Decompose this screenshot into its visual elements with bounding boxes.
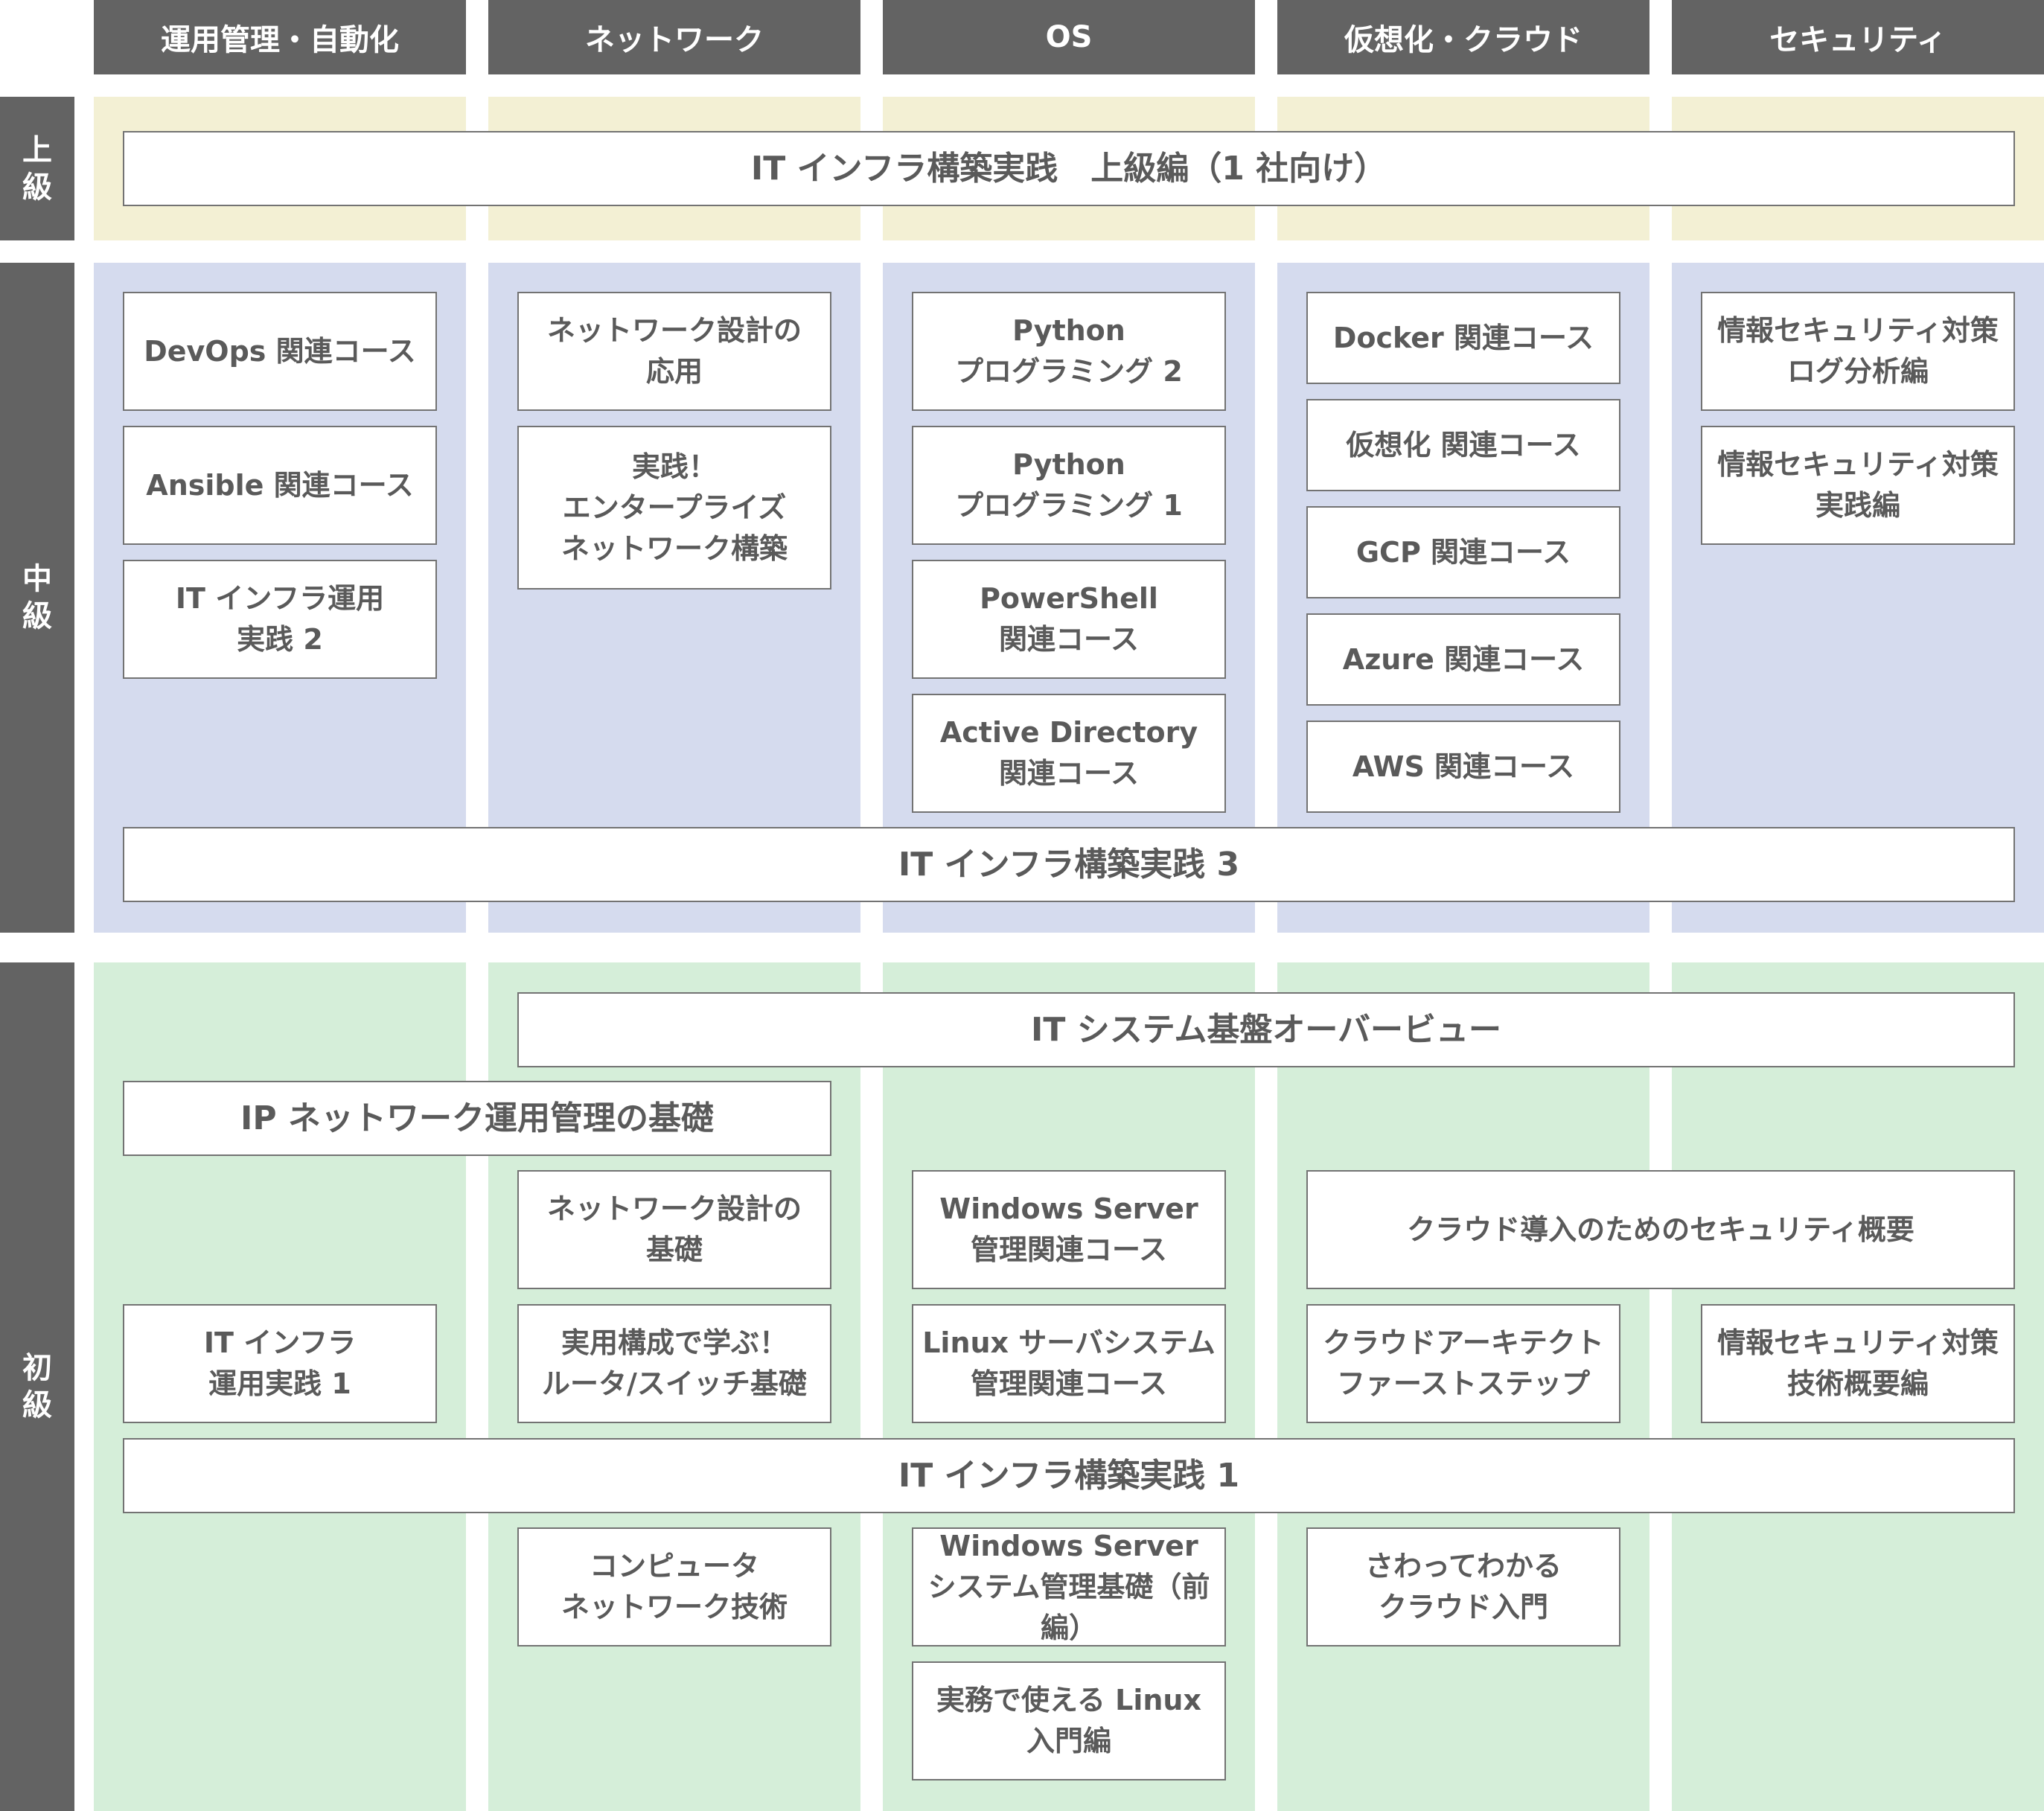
level-advanced: 上級 [0, 97, 74, 240]
level-beginner-label: 初級 [22, 1351, 52, 1422]
level-advanced-label: 上級 [22, 132, 52, 205]
course-docker: Docker 関連コース [1306, 292, 1620, 384]
level-intermediate: 中級 [0, 263, 74, 933]
column-header-network: ネットワーク [488, 0, 860, 74]
course-cloud-intro: さわってわかる クラウド入門 [1306, 1527, 1620, 1646]
course-it-system-overview: IT システム基盤オーバービュー [517, 992, 2015, 1067]
course-security-overview: 情報セキュリティ対策 技術概要編 [1701, 1304, 2015, 1423]
course-ansible: Ansible 関連コース [123, 426, 437, 545]
column-header-cloud: 仮想化・クラウド [1277, 0, 1649, 74]
column-header-ops: 運用管理・自動化 [94, 0, 466, 74]
course-cloud-architect: クラウドアーキテクト ファーストステップ [1306, 1304, 1620, 1423]
course-router-switch: 実用構成で学ぶ！ ルータ/スイッチ基礎 [517, 1304, 831, 1423]
course-it-infra-1: IT インフラ構築実践 1 [123, 1438, 2015, 1513]
course-ip-network-basics: IP ネットワーク運用管理の基礎 [123, 1081, 831, 1156]
column-header-os: OS [883, 0, 1255, 74]
column-header-security: セキュリティ [1672, 0, 2044, 74]
course-gcp: GCP 関連コース [1306, 506, 1620, 598]
course-it-infra-ops-1: IT インフラ 運用実践 1 [123, 1304, 437, 1423]
course-devops: DevOps 関連コース [123, 292, 437, 411]
course-python-2: Python プログラミング 2 [912, 292, 1226, 411]
course-azure: Azure 関連コース [1306, 613, 1620, 706]
course-aws: AWS 関連コース [1306, 721, 1620, 813]
course-enterprise-network: 実践！ エンタープライズ ネットワーク構築 [517, 426, 831, 590]
course-it-infra-3: IT インフラ構築実践 3 [123, 827, 2015, 902]
course-virtualization: 仮想化 関連コース [1306, 399, 1620, 491]
course-network-design-basics: ネットワーク設計の 基礎 [517, 1170, 831, 1289]
course-python-1: Python プログラミング 1 [912, 426, 1226, 545]
course-linux-server: Linux サーバシステム 管理関連コース [912, 1304, 1226, 1423]
level-intermediate-label: 中級 [22, 562, 52, 633]
course-it-infra-advanced: IT インフラ構築実践 上級編（1 社向け） [123, 131, 2015, 206]
course-active-directory: Active Directory 関連コース [912, 694, 1226, 813]
course-cloud-security: クラウド導入のためのセキュリティ概要 [1306, 1170, 2015, 1289]
course-security-practice: 情報セキュリティ対策 実践編 [1701, 426, 2015, 545]
level-beginner: 初級 [0, 962, 74, 1811]
course-windows-server-mgmt: Windows Server 管理関連コース [912, 1170, 1226, 1289]
course-network-design-applied: ネットワーク設計の 応用 [517, 292, 831, 411]
course-security-log-analysis: 情報セキュリティ対策 ログ分析編 [1701, 292, 2015, 411]
course-computer-network: コンピュータ ネットワーク技術 [517, 1527, 831, 1646]
course-it-infra-ops-2: IT インフラ運用 実践 2 [123, 560, 437, 679]
course-powershell: PowerShell 関連コース [912, 560, 1226, 679]
course-linux-intro: 実務で使える Linux 入門編 [912, 1661, 1226, 1780]
course-windows-server-basics: Windows Server システム管理基礎（前編） [912, 1527, 1226, 1646]
